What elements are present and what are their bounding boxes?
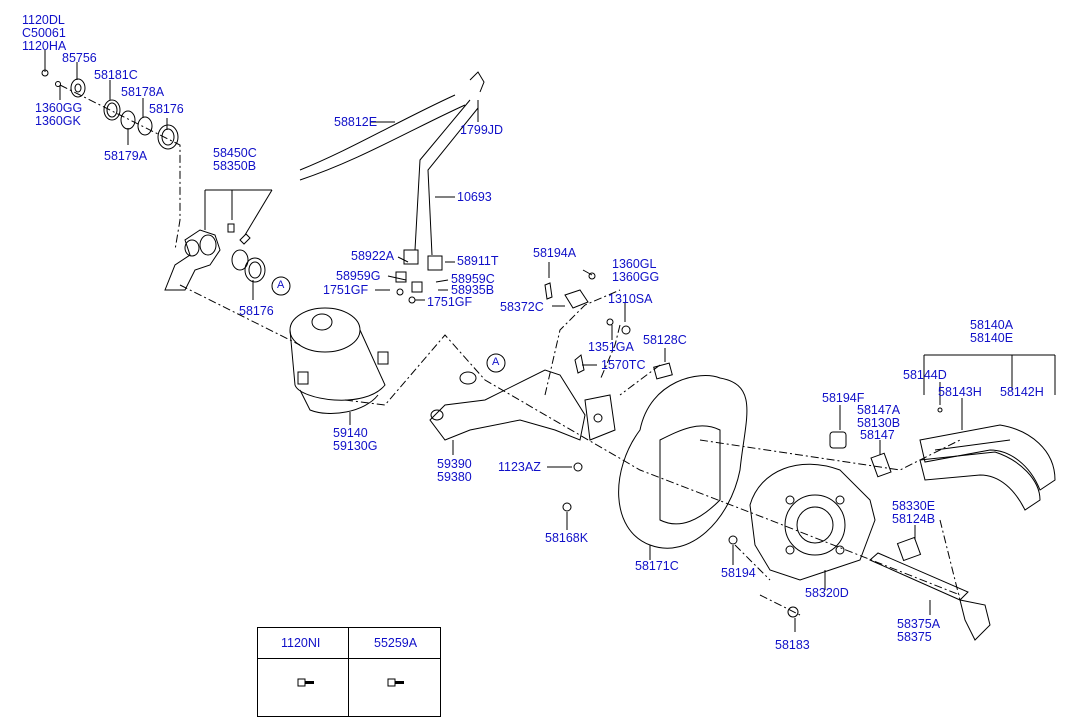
part-label: 1751GF: [323, 283, 369, 297]
part-label: 1120DL: [22, 13, 65, 27]
part-label: 58911T: [457, 254, 499, 268]
label-59390-group: 59390 59380: [437, 458, 472, 484]
part-label: 59390: [437, 457, 472, 471]
part-label: 58194A: [533, 246, 577, 260]
part-label: 1360GG: [612, 270, 660, 284]
part-label: 1351GA: [588, 340, 634, 354]
fastener-table-divider: [258, 628, 349, 716]
part-label: 58194: [721, 566, 756, 580]
part-label: 58176: [149, 102, 184, 116]
label-1360GG-group: 1360GG 1360GK: [35, 102, 82, 128]
label-58147A-group: 58147A 58130B: [857, 404, 900, 430]
part-label: 1360GG: [35, 101, 83, 115]
part-label: 59380: [437, 470, 472, 484]
part-label: 1120HA: [22, 39, 67, 53]
part-label: 58350B: [213, 159, 257, 173]
part-label: 85756: [62, 51, 97, 65]
part-label: 58372C: [500, 300, 544, 314]
part-label: 58140E: [970, 331, 1014, 345]
bolt-icon: [297, 678, 314, 687]
table-cell-55259A: 55259A: [374, 636, 418, 650]
label-59140-group: 59140 59130G: [333, 427, 377, 453]
part-label: 59130G: [333, 439, 378, 453]
label-58140A-group: 58140A 58140E: [970, 319, 1013, 345]
part-label: 58178A: [121, 85, 165, 99]
label-58375A-group: 58375A 58375: [897, 618, 940, 644]
part-label: A: [492, 356, 500, 368]
part-label: 1570TC: [601, 358, 646, 372]
fastener-table-header: [258, 628, 440, 659]
part-label: 58147: [860, 428, 895, 442]
part-label: 58176: [239, 304, 274, 318]
part-label: 58124B: [892, 512, 936, 526]
part-label: 10693: [457, 190, 492, 204]
label-1120DL-group: 1120DL C50061 1120HA: [22, 14, 66, 53]
part-label: 1360GL: [612, 257, 657, 271]
part-label: 58147A: [857, 403, 901, 417]
part-label: 58812E: [334, 115, 378, 129]
part-label: 58320D: [805, 586, 849, 600]
part-label: 58171C: [635, 559, 679, 573]
part-label: 58922A: [351, 249, 395, 263]
part-label: 58168K: [545, 531, 589, 545]
part-label: 58144D: [903, 368, 947, 382]
label-58330E-group: 58330E 58124B: [892, 500, 935, 526]
part-label: 58959G: [336, 269, 381, 283]
part-label: 1310SA: [608, 292, 653, 306]
part-label: 58375: [897, 630, 932, 644]
part-label: 58194F: [822, 391, 865, 405]
part-label: 58450C: [213, 146, 257, 160]
part-label: C50061: [22, 26, 66, 40]
part-label: 58179A: [104, 149, 148, 163]
label-58450C-group: 58450C 58350B: [213, 147, 257, 173]
part-label: 58140A: [970, 318, 1014, 332]
part-label: 58142H: [1000, 385, 1044, 399]
part-label: 58330E: [892, 499, 936, 513]
part-label: 58128C: [643, 333, 687, 347]
part-label: 58935B: [451, 283, 495, 297]
label-1360GL-group: 1360GL 1360GG: [612, 258, 659, 284]
part-label: 58375A: [897, 617, 941, 631]
part-label: 1360GK: [35, 114, 81, 128]
part-label: 59140: [333, 426, 368, 440]
bolt-icon: [387, 678, 404, 687]
part-label: 58959C: [451, 272, 495, 286]
part-label: 1123AZ: [498, 460, 541, 474]
part-label: 58130B: [857, 416, 901, 430]
part-label: 58143H: [938, 385, 982, 399]
part-label: 58181C: [94, 68, 138, 82]
fastener-table: 1120NI 55259A: [257, 627, 441, 717]
part-label: 58183: [775, 638, 810, 652]
table-cell-1120NI: 1120NI: [281, 636, 321, 650]
part-label: A: [277, 279, 285, 291]
part-label: 1799JD: [460, 123, 504, 137]
part-label: 1751GF: [427, 295, 473, 309]
